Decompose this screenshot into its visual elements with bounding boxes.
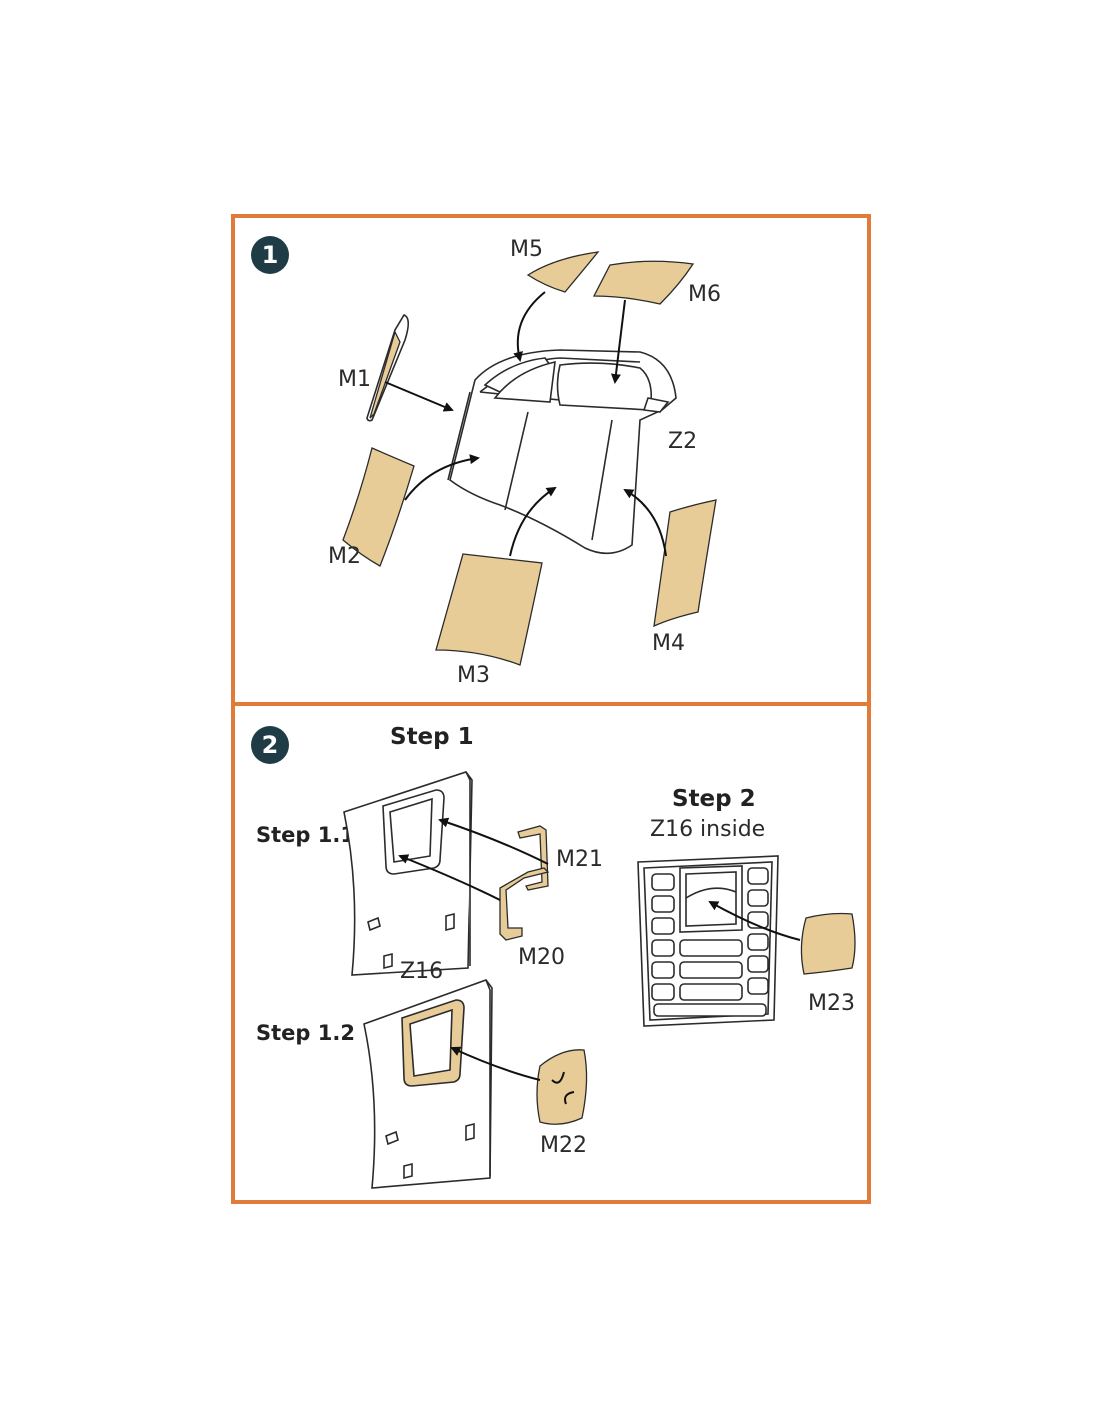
step-2-heading: Step 2 — [672, 786, 756, 812]
mask-m22 — [536, 1049, 588, 1125]
step-badge-2: 2 — [251, 726, 289, 764]
step-1-2-label: Step 1.2 — [256, 1021, 355, 1045]
door-inside-z16 — [637, 855, 779, 1027]
label-m5: M5 — [510, 237, 543, 262]
label-m21: M21 — [556, 847, 603, 872]
label-m4: M4 — [652, 631, 685, 656]
label-m6: M6 — [688, 282, 721, 307]
mask-m1 — [369, 330, 401, 419]
step-badge-1: 1 — [251, 236, 289, 274]
mask-m21 — [517, 825, 549, 891]
mask-m3 — [435, 553, 543, 666]
panel-divider — [231, 702, 871, 706]
label-z16: Z16 — [400, 959, 443, 984]
step-1-1-label: Step 1.1 — [256, 823, 355, 847]
canopy-z2 — [447, 349, 677, 555]
mask-m2 — [342, 447, 415, 567]
mask-m23 — [800, 912, 856, 975]
label-m23: M23 — [808, 991, 855, 1016]
label-m2: M2 — [328, 544, 361, 569]
door-panel-z16-step1-1 — [343, 771, 473, 976]
mask-m5 — [526, 251, 600, 293]
step-1-heading: Step 1 — [390, 724, 474, 750]
label-m22: M22 — [540, 1133, 587, 1158]
mask-m6 — [592, 260, 695, 305]
step-2-subtitle: Z16 inside — [650, 817, 765, 842]
mask-m4 — [653, 499, 717, 628]
instruction-frame — [231, 214, 871, 1204]
label-m3: M3 — [457, 663, 490, 688]
label-m20: M20 — [518, 945, 565, 970]
label-z2: Z2 — [668, 429, 697, 454]
door-panel-step1-2 — [363, 979, 493, 1189]
label-m1: M1 — [338, 367, 371, 392]
mask-m20 — [499, 867, 550, 941]
